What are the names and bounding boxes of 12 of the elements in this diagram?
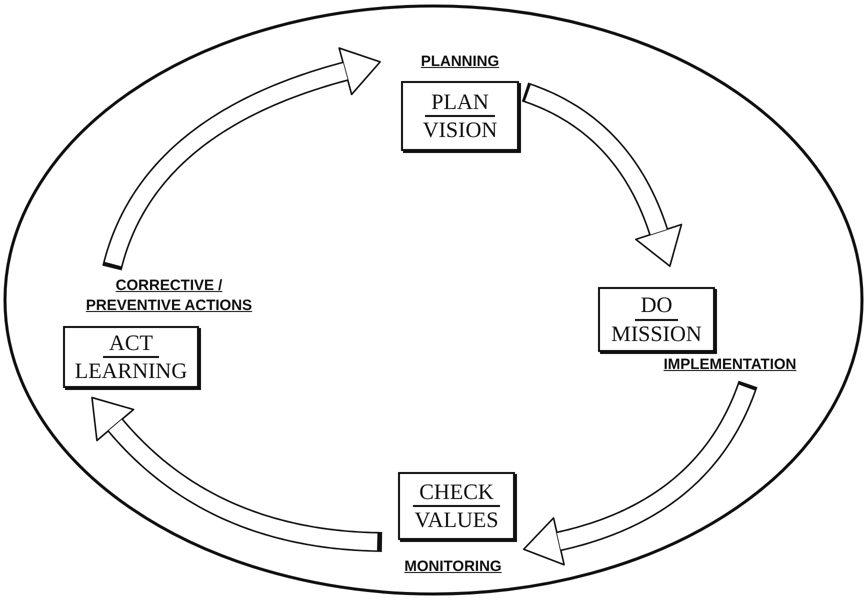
stage-text: VALUES (414, 507, 500, 534)
stage-heading: PLANNING (420, 52, 500, 72)
stage-heading: IMPLEMENTATION (662, 355, 798, 374)
stage-heading: CORRECTIVE / PREVENTIVE ACTIONS (84, 276, 254, 315)
stage-text: CHECK (413, 478, 500, 507)
stage-heading: MONITORING (403, 557, 503, 576)
stage-text: MISSION (610, 320, 703, 347)
stage-text: DO (634, 292, 678, 320)
stage-text: ACT (103, 330, 159, 358)
stage-text: PLAN (425, 88, 495, 117)
stage-text: VISION (422, 117, 498, 144)
stage-text: LEARNING (74, 358, 188, 384)
